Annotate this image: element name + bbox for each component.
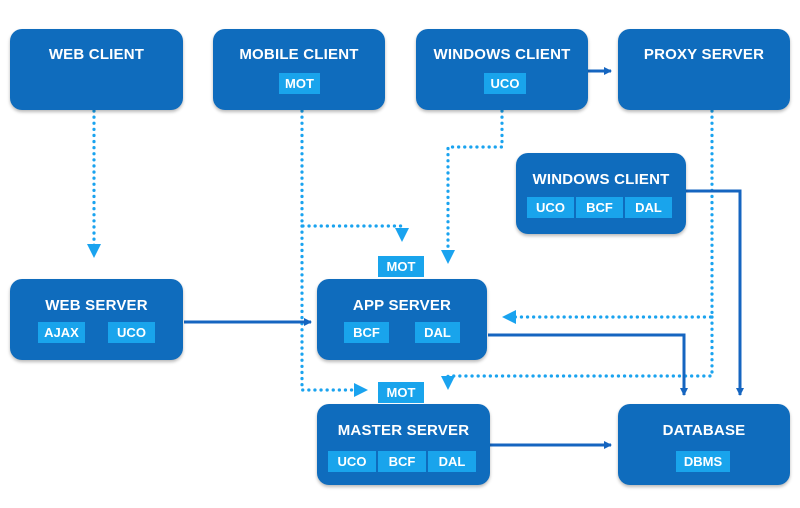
node-title: APP SERVER (352, 297, 452, 314)
windows-client-to-app-server (441, 109, 504, 264)
chip-uco: UCO (108, 322, 155, 343)
proxy-server-node: PROXY SERVER (618, 29, 790, 110)
chip-dal: DAL (415, 322, 460, 343)
chip-mot: MOT (279, 73, 320, 94)
node-title: WINDOWS CLIENT (433, 46, 571, 63)
node-title: DATABASE (662, 422, 746, 439)
database-node: DATABASE DBMS (618, 404, 790, 485)
chip-dal: DAL (428, 451, 476, 472)
chip-bcf: BCF (378, 451, 426, 472)
windows-client-2-to-database (686, 189, 744, 396)
node-title: WINDOWS CLIENT (532, 171, 670, 188)
app-server-node: APP SERVER BCF DAL (317, 279, 487, 360)
web-client-node: WEB CLIENT (10, 29, 183, 110)
windows-client-node: WINDOWS CLIENT UCO (416, 29, 588, 110)
app-server-mot-tag: MOT (378, 256, 424, 277)
chip-dal: DAL (625, 197, 672, 218)
master-server-mot-tag: MOT (378, 382, 424, 403)
web-server-node: WEB SERVER AJAX UCO (10, 279, 183, 360)
master-server-node: MASTER SERVER UCO BCF DAL (317, 404, 490, 485)
node-title: WEB SERVER (45, 297, 148, 314)
chip-bcf: BCF (576, 197, 623, 218)
node-title: MOBILE CLIENT (239, 46, 359, 63)
node-title: PROXY SERVER (643, 46, 765, 63)
chip-dbms: DBMS (676, 451, 730, 472)
chip-uco: UCO (527, 197, 574, 218)
app-server-to-database (488, 333, 688, 396)
chip-bcf: BCF (344, 322, 389, 343)
node-title: MASTER SERVER (337, 422, 470, 439)
mobile-client-to-app-server (300, 109, 409, 242)
proxy-to-master-server (441, 315, 714, 390)
chip-uco: UCO (328, 451, 376, 472)
chip-ajax: AJAX (38, 322, 85, 343)
node-title: WEB CLIENT (48, 46, 145, 63)
chip-uco: UCO (484, 73, 526, 94)
windows-client-2-node: WINDOWS CLIENT UCO BCF DAL (516, 153, 686, 234)
mobile-client-node: MOBILE CLIENT MOT (213, 29, 385, 110)
